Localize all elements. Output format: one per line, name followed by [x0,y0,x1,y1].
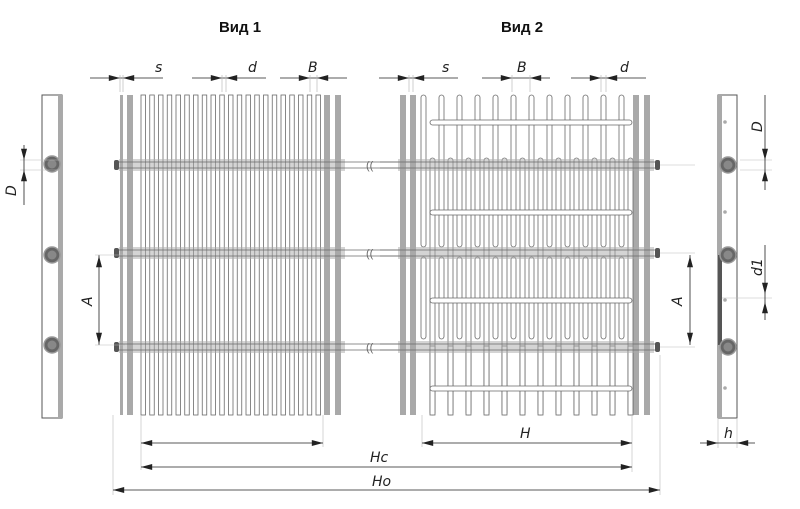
dimension-arrow-icon [413,75,425,81]
stiffener-bar [429,297,633,304]
dimension-arrow-icon [687,256,693,268]
dimension-arrow-icon [762,170,768,182]
dimension-arrow-icon [21,170,27,182]
dimension-arrow-icon [606,75,618,81]
dimension-arrow-icon [737,440,749,446]
rod-core [47,159,57,169]
dimension-arrow-icon [589,75,601,81]
dim-A-view1: A [80,296,96,307]
collar [398,247,654,259]
dimension-arrow-icon [422,440,434,446]
stiffener-dot [723,120,727,124]
fin-loop [519,345,526,416]
view2-title: Вид 2 [501,19,543,36]
dimension-arrow-icon [620,440,632,446]
dimension-arrow-icon [762,282,768,294]
view1-title: Вид 1 [219,19,261,36]
rod-core [47,250,57,260]
dimension-arrow-icon [762,148,768,160]
stiffener-dot [723,210,727,214]
fin-loop [555,345,562,416]
stiffener-bar [429,209,633,216]
fin-loop [573,345,580,416]
dimension-arrow-icon [648,487,660,493]
collar [119,341,345,353]
dimension-arrow-icon [96,256,102,268]
dimension-arrow-icon [108,75,120,81]
dimension-arrow-icon [397,75,409,81]
dimension-arrow-icon [96,332,102,344]
rod-nut [114,248,119,258]
dim-h: h [724,426,733,442]
dim-Ho: Ho [372,474,391,490]
rod-core [723,342,733,352]
stiffener-bar [429,385,633,392]
dimension-arrow-icon [123,75,135,81]
dim-D-left: D [4,185,20,196]
dimension-arrow-icon [530,75,542,81]
collar [398,159,654,171]
break-mark: (( [366,342,374,354]
fin-loop [483,345,490,416]
dimension-arrow-icon [226,75,238,81]
dimension-arrow-icon [210,75,222,81]
dim-s-view2: s [442,60,449,76]
dimension-arrow-icon [687,332,693,344]
rod-nut [655,342,660,352]
dim-d-view2: d [620,60,629,76]
collar [398,341,654,353]
dim-d-view1: d [248,60,257,76]
rod-nut [655,160,660,170]
dim-B-view2: B [517,60,527,76]
rod-core [723,160,733,170]
dim-H: H [520,426,531,442]
dimension-arrow-icon [298,75,310,81]
dimension-arrow-icon [141,464,153,470]
dimension-arrow-icon [620,464,632,470]
fin-loop [537,345,544,416]
dim-d1: d1 [750,258,766,276]
collar [119,159,345,171]
stiffener-dot [723,386,727,390]
rod-core [47,340,57,350]
dim-s-view1: s [155,60,162,76]
dimension-arrow-icon [762,302,768,314]
collar [119,247,345,259]
dimension-arrow-icon [500,75,512,81]
dimension-arrow-icon [317,75,329,81]
fin-loop [609,345,616,416]
break-mark: (( [366,248,374,260]
fin-loop [591,345,598,416]
fin-loop [420,256,427,340]
rod-nut [114,160,119,170]
rod-core [723,250,733,260]
rod-nut [114,342,119,352]
dimension-arrow-icon [706,440,718,446]
dim-Hc: Hc [370,450,389,466]
side-profile-edge [718,255,722,345]
break-mark: (( [366,160,374,172]
dimension-arrow-icon [21,148,27,160]
fin-loop [429,345,436,416]
dimension-arrow-icon [311,440,323,446]
stiffener-bar [429,119,633,126]
dimension-arrow-icon [113,487,125,493]
fin-loop [501,345,508,416]
fin-loop [465,345,472,416]
rod-nut [655,248,660,258]
fin-loop [627,345,634,416]
dimension-arrow-icon [141,440,153,446]
stiffener-dot [723,298,727,302]
fin-loop [447,345,454,416]
dim-A-view2: A [670,296,686,307]
dim-B-view1: B [308,60,318,76]
dim-D-right: D [750,121,766,132]
